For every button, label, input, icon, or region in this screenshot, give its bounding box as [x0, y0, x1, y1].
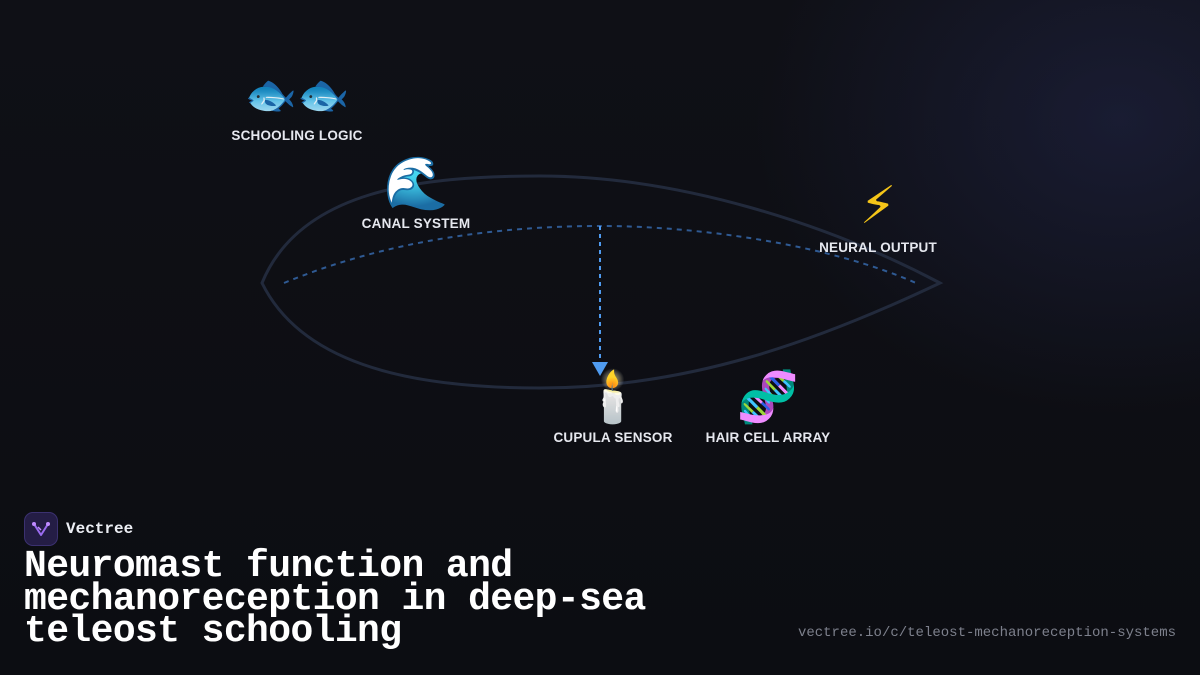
fish-icon: 🐟🐟	[244, 70, 350, 119]
dna-icon: 🧬	[736, 368, 800, 426]
brand-name: Vectree	[66, 520, 134, 538]
node-hair-cell-array: 🧬 HAIR CELL ARRAY	[706, 372, 831, 445]
vectree-logo-icon	[24, 512, 58, 546]
stimulus-arrowhead	[592, 362, 608, 376]
node-canal-system: 🌊 CANAL SYSTEM	[362, 158, 471, 231]
node-cupula-sensor: 🕯️ CUPULA SENSOR	[553, 372, 672, 445]
brand: Vectree	[24, 512, 133, 546]
node-neural-output: ⚡ NEURAL OUTPUT	[819, 180, 937, 255]
node-label: CUPULA SENSOR	[553, 430, 673, 445]
source-url: vectree.io/c/teleost-mechanoreception-sy…	[797, 625, 1176, 641]
node-label: SCHOOLING LOGIC	[231, 128, 363, 143]
node-label: HAIR CELL ARRAY	[705, 430, 831, 445]
node-schooling-logic: 🐟🐟 SCHOOLING LOGIC	[231, 70, 363, 144]
fish-body-outline	[260, 174, 944, 390]
lightning-icon: ⚡	[859, 176, 897, 236]
node-label: NEURAL OUTPUT	[819, 240, 937, 255]
candle-icon: 🕯️	[581, 368, 645, 426]
node-label: CANAL SYSTEM	[361, 216, 471, 231]
wave-icon: 🌊	[383, 154, 449, 214]
page-title: Neuromast function and mechanoreception …	[24, 545, 646, 653]
